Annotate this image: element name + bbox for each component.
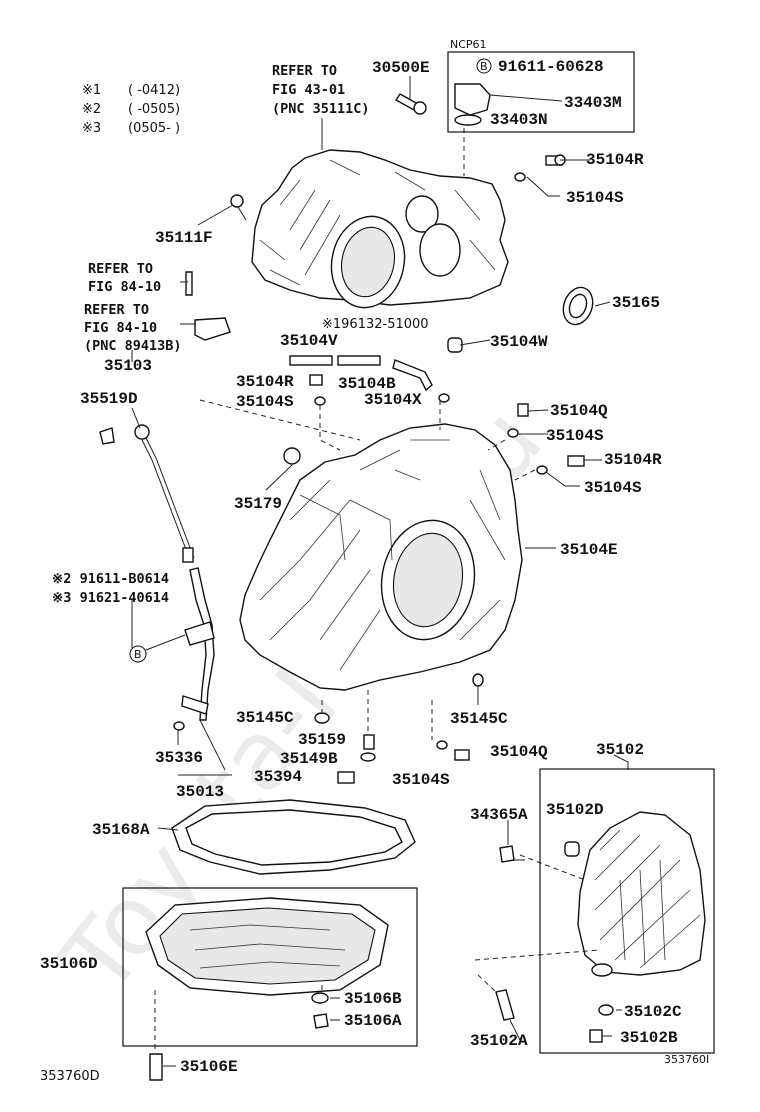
ncp61-title: NCP61 <box>450 38 487 51</box>
fig43-note-line3: (PNC 35111C) <box>272 101 370 117</box>
label-35104V: 35104V <box>280 332 338 350</box>
legend-mark-2: ※2 <box>82 102 101 117</box>
label-35104S-top: 35104S <box>566 189 624 207</box>
converter-housing <box>251 149 509 309</box>
label-35104S-mid: 35104S <box>236 393 294 411</box>
label-35104S-bot: 35104S <box>392 771 450 789</box>
label-91621-40614: ※3 91621-40614 <box>52 590 169 606</box>
label-35149B: 35149B <box>280 750 338 768</box>
dipstick-assembly <box>99 424 215 721</box>
transaxle-case <box>239 423 523 691</box>
label-35104R-top: 35104R <box>586 151 644 169</box>
label-35102: 35102 <box>596 741 644 759</box>
label-35013: 35013 <box>176 783 224 801</box>
label-35102A: 35102A <box>470 1032 528 1050</box>
label-35519D: 35519D <box>80 390 138 408</box>
label-35106D: 35106D <box>40 955 98 973</box>
label-35102C: 35102C <box>624 1003 682 1021</box>
legend-range-2: ( -0505) <box>128 102 180 117</box>
side-cover <box>577 811 706 977</box>
label-35104Q-mid: 35104Q <box>550 402 608 420</box>
label-35104Q-bot: 35104Q <box>490 743 548 761</box>
fig43-note-line2: FIG 43-01 <box>272 82 345 98</box>
marker-b-circle <box>129 645 147 663</box>
label-35102B: 35102B <box>620 1029 678 1047</box>
fig43-note-line1: REFER TO <box>272 63 337 79</box>
label-196132: ※196132-51000 <box>322 317 429 332</box>
label-35106B: 35106B <box>344 990 402 1008</box>
ncp61-part-33403M: 33403M <box>564 94 622 112</box>
label-35104W: 35104W <box>490 333 548 351</box>
leader-lines <box>131 76 629 1067</box>
legend-range-3: (0505- ) <box>128 121 180 136</box>
label-35104R-r: 35104R <box>604 451 662 469</box>
fig84a-note-line1: REFER TO <box>88 261 153 277</box>
label-35104R-mid: 35104R <box>236 373 294 391</box>
footer-code-left: 353760D <box>40 1069 100 1084</box>
legend-mark-1: ※1 <box>82 83 101 98</box>
label-35111F: 35111F <box>155 229 213 247</box>
label-35159: 35159 <box>298 731 346 749</box>
label-35106A: 35106A <box>344 1012 402 1030</box>
label-35104B: 35104B <box>338 375 396 393</box>
small-parts <box>149 83 614 1081</box>
ncp61-box <box>447 51 635 133</box>
marker-b-text: B <box>134 648 142 661</box>
label-35102D: 35102D <box>546 801 604 819</box>
label-35104E: 35104E <box>560 541 618 559</box>
side-cover-box <box>539 768 715 1054</box>
label-35145C-left: 35145C <box>236 709 294 727</box>
label-35103: 35103 <box>104 357 152 375</box>
oil-pan-gasket <box>171 799 416 875</box>
legend-range-1: ( -0412) <box>128 83 180 98</box>
ncp61-bolt-number: 91611-60628 <box>498 58 604 76</box>
legend-mark-3: ※3 <box>82 121 101 136</box>
label-35106E: 35106E <box>180 1058 238 1076</box>
label-35168A: 35168A <box>92 821 150 839</box>
label-35104S-r1: 35104S <box>546 427 604 445</box>
label-35394: 35394 <box>254 768 302 786</box>
dashed-assembly-lines <box>154 128 601 1052</box>
label-35104X: 35104X <box>364 391 422 409</box>
label-30500E: 30500E <box>372 59 430 77</box>
fig84a-note-line2: FIG 84-10 <box>88 279 161 295</box>
label-34365A: 34365A <box>470 806 528 824</box>
fig84b-note-line2: FIG 84-10 <box>84 320 157 336</box>
footer-code-right: 353760I <box>664 1053 709 1066</box>
label-35179: 35179 <box>234 495 282 513</box>
oil-pan <box>145 897 389 996</box>
oil-pan-box <box>122 887 418 1047</box>
label-35165: 35165 <box>612 294 660 312</box>
fig84b-note-line3: (PNC 89413B) <box>84 338 182 354</box>
ncp61-part-33403N: 33403N <box>490 111 548 129</box>
label-91611-B0614: ※2 91611-B0614 <box>52 571 169 587</box>
ncp61-callout: NCP61 B 91611-60628 33403M 33403N <box>450 38 622 129</box>
part-labels: 30500E 35104R 35104S 35111F 35165 ※19613… <box>40 59 682 1076</box>
refer-notes: REFER TO FIG 43-01 (PNC 35111C) REFER TO… <box>84 63 370 354</box>
label-35104S-r2: 35104S <box>584 479 642 497</box>
ncp61-marker: B <box>480 60 488 73</box>
legend: ※1 ( -0412) ※2 ( -0505) ※3 (0505- ) <box>82 83 180 136</box>
fig84b-note-line1: REFER TO <box>84 302 149 318</box>
label-35336: 35336 <box>155 749 203 767</box>
label-35145C-right: 35145C <box>450 710 508 728</box>
